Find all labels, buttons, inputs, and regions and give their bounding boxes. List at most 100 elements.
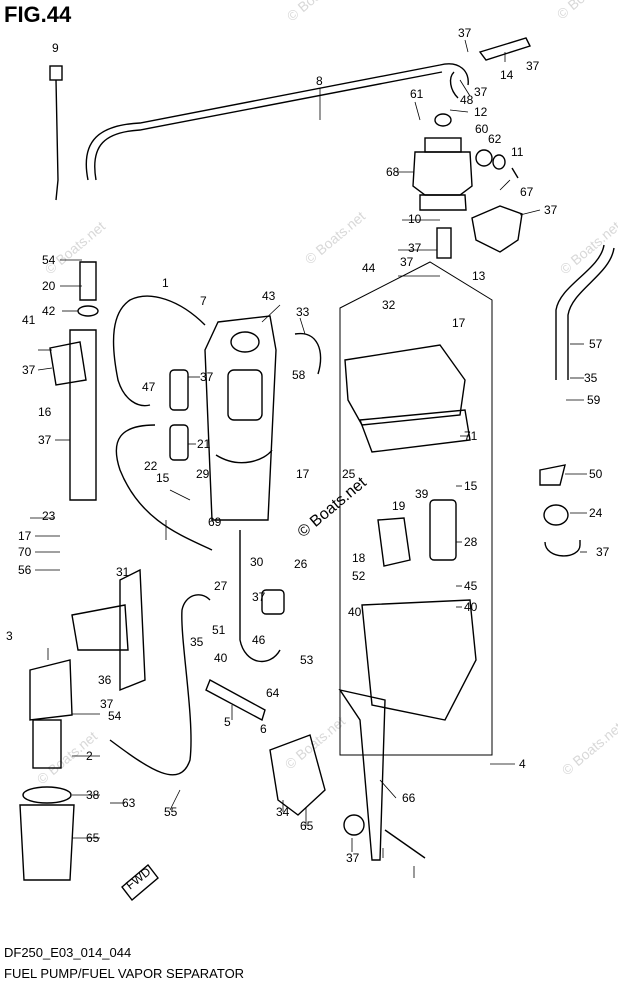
callout-15: 17 <box>296 467 310 481</box>
callout-71: 50 <box>589 467 603 481</box>
callout-43: 33 <box>296 305 310 319</box>
callout-44: 1 <box>162 276 169 290</box>
callout-57: 35 <box>584 371 598 385</box>
callout-63: 34 <box>276 805 290 819</box>
callout-25: 15 <box>464 479 478 493</box>
callout-35: 16 <box>38 405 52 419</box>
watermark: © Boats.net <box>284 0 351 24</box>
callout-37: 7 <box>200 294 207 308</box>
callout-6: 65 <box>86 831 100 845</box>
callout-51: 53 <box>300 653 314 667</box>
callout-17: 42 <box>42 304 56 318</box>
callout-31: 40 <box>348 605 362 619</box>
callout-37: 58 <box>292 368 306 382</box>
callout-29: 39 <box>415 487 429 501</box>
callout-2: 63 <box>122 796 136 810</box>
callout-52: 37 <box>252 590 266 604</box>
callout-37: 10 <box>408 212 422 226</box>
callout-8: 8 <box>316 74 323 88</box>
callout-61: 61 <box>410 87 424 101</box>
diagram-code: DF250_E03_014_044 <box>4 945 132 960</box>
callout-37: 13 <box>472 269 486 283</box>
callout-35: 36 <box>98 673 112 687</box>
callout-13: 20 <box>42 279 56 293</box>
callout-12: 60 <box>475 122 489 136</box>
callout-65: 65 <box>300 819 314 833</box>
callout-68: 67 <box>520 185 534 199</box>
callout-55: 66 <box>402 791 416 805</box>
callout-37: 12 <box>474 105 488 119</box>
callout-37: 22 <box>144 459 158 473</box>
callout-33: 32 <box>382 298 396 312</box>
callout-23: 19 <box>392 499 406 513</box>
callout-67: 37 <box>544 203 558 217</box>
callout-27: 40 <box>464 600 478 614</box>
watermark: © Boats.net <box>295 474 371 541</box>
callout-37: 35 <box>190 635 204 649</box>
callout-3: 37 <box>100 697 114 711</box>
callout-48: 48 <box>460 93 474 107</box>
callout-47: 21 <box>197 437 211 451</box>
callout-37: 30 <box>250 555 264 569</box>
callout-37: 47 <box>142 380 156 394</box>
callout-46: 3 <box>6 629 13 643</box>
diagram-caption: FUEL PUMP/FUEL VAPOR SEPARATOR <box>4 966 245 981</box>
callout-14: 14 <box>500 68 514 82</box>
callout-32: 17 <box>452 316 466 330</box>
callout-1: 43 <box>262 289 276 303</box>
callout-45: 31 <box>116 565 130 579</box>
callout-70: 37 <box>596 545 610 559</box>
callout-37: 64 <box>266 686 280 700</box>
callout-20: 44 <box>362 261 376 275</box>
callout-30: 52 <box>352 569 366 583</box>
callout-64: 6 <box>260 722 267 736</box>
callout-5: 2 <box>86 749 93 763</box>
callout-34: 37 <box>346 851 360 865</box>
callout-69: 24 <box>589 506 603 520</box>
callout-15: 29 <box>196 467 210 481</box>
fwd-arrow-label: FWD <box>123 864 153 892</box>
callout-53: 40 <box>214 651 228 665</box>
callout-41: 37 <box>22 363 36 377</box>
callout-50: 15 <box>156 471 170 485</box>
callout-37: 37 <box>526 59 540 73</box>
callout-24: 28 <box>464 535 478 549</box>
watermark: © Boats.net <box>557 218 618 277</box>
watermark-layer: © Boats.net © Boats.net © Boats.net © Bo… <box>34 0 618 787</box>
callout-18: 56 <box>18 563 32 577</box>
callout-54: 37 <box>400 255 414 269</box>
callout-62: 11 <box>511 145 524 159</box>
callout-37: 37 <box>458 26 472 40</box>
callout-38: 55 <box>164 805 178 819</box>
callout-40: 51 <box>212 623 226 637</box>
callout-17: 23 <box>42 509 56 523</box>
callout-40: 54 <box>108 709 122 723</box>
callout-37: 27 <box>214 579 228 593</box>
callout-17: 70 <box>18 545 32 559</box>
callout-10: 37 <box>408 241 422 255</box>
callout-36: 5 <box>224 715 231 729</box>
callout-42: 41 <box>22 313 36 327</box>
watermark: © Boats.net <box>302 208 369 267</box>
callout-37: 54 <box>42 253 56 267</box>
callout-60: 62 <box>488 132 502 146</box>
leader-lines <box>30 39 587 878</box>
callout-56: 26 <box>294 557 308 571</box>
callout-7: 37 <box>200 370 214 384</box>
callout-labels: 9 8 37 14 37 48 37 61 12 60 62 11 68 67 … <box>6 26 610 865</box>
callout-4: 38 <box>86 788 100 802</box>
callout-16: 37 <box>38 433 52 447</box>
callout-58: 59 <box>587 393 601 407</box>
callout-59: 57 <box>589 337 603 351</box>
callout-40: 46 <box>252 633 266 647</box>
callout-21: 25 <box>342 467 356 481</box>
watermark: © Boats.net <box>42 218 109 277</box>
watermark: © Boats.net <box>554 0 618 22</box>
callout-26: 45 <box>464 579 478 593</box>
callout-37: 37 <box>474 85 488 99</box>
callout-54: 4 <box>519 757 526 771</box>
figure-title: FIG.44 <box>4 2 72 27</box>
watermark: © Boats.net <box>559 719 618 778</box>
callout-28: 18 <box>352 551 366 565</box>
